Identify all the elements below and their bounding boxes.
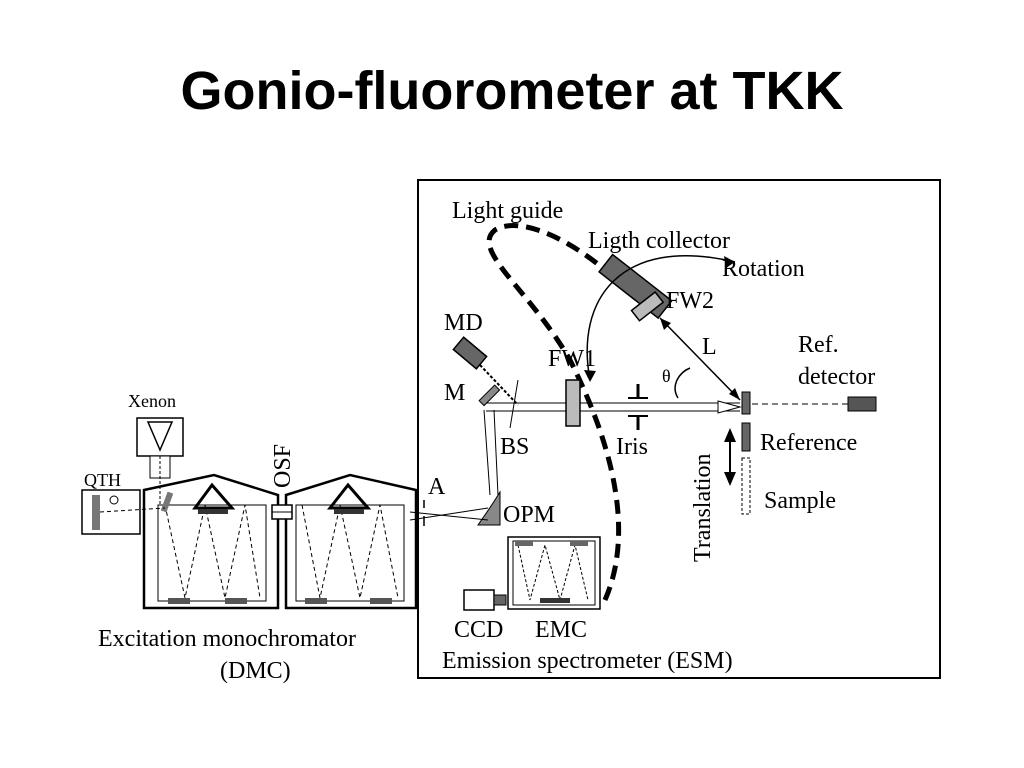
label-l: L (702, 334, 717, 360)
sample-holder-top (741, 391, 751, 415)
ccd-camera (463, 589, 495, 611)
dmc-right-beam (301, 504, 399, 599)
dmc-right-mirror-2 (370, 598, 392, 604)
fw2-filter (630, 290, 665, 322)
label-ccd: CCD (454, 617, 503, 643)
md-detector (452, 336, 488, 370)
label-light-collector: Ligth collector (588, 228, 730, 254)
label-light-guide: Light guide (452, 198, 563, 224)
translation-arrow-down (724, 472, 736, 486)
dmc-left-inner (157, 504, 267, 602)
dmc-right-module (284, 473, 418, 610)
dmc-right-prism (326, 482, 372, 510)
label-sample: Sample (764, 488, 836, 514)
ref-detector (847, 396, 877, 412)
a-beam-1 (409, 511, 489, 521)
rotation-arc (586, 255, 736, 381)
label-a: A (428, 474, 446, 500)
esm-enclosure (417, 179, 941, 679)
ccd-sensor (493, 594, 507, 606)
emc-mirror-left (515, 541, 533, 546)
label-m: M (444, 380, 465, 406)
reference-plate (741, 422, 751, 452)
label-opm: OPM (503, 502, 555, 528)
opm-mirror (477, 490, 501, 526)
emc-mirror-right (570, 541, 588, 546)
label-translation: Translation (690, 454, 716, 562)
emc-grating (540, 598, 570, 603)
rotation-arrow-head (724, 256, 735, 268)
dmc-left-mirror-2 (225, 598, 247, 604)
theta-arc (674, 367, 691, 399)
label-bs: BS (500, 434, 529, 460)
dmc-left-module (142, 473, 280, 610)
xenon-reflector (146, 421, 174, 452)
a-beam-2 (409, 507, 489, 521)
label-iris: Iris (616, 434, 648, 460)
qth-reflector (92, 495, 100, 530)
label-reference: Reference (760, 430, 857, 456)
dmc-right-grating (334, 509, 364, 514)
emc-inner-box (512, 540, 596, 606)
emc-box (507, 536, 601, 610)
l-arrow-top (660, 318, 671, 330)
qth-beam (99, 507, 166, 513)
translation-arrow-up (724, 428, 736, 442)
label-emc: EMC (535, 617, 587, 643)
opm-beam-right (493, 409, 499, 496)
label-xenon: Xenon (128, 391, 176, 411)
opm-beam-left (483, 409, 491, 496)
label-ref-detector-2: detector (798, 364, 875, 390)
dmc-left-beam (164, 504, 261, 599)
label-rotation: Rotation (722, 256, 805, 282)
qth-lamp-box (81, 489, 141, 535)
bs-pointer (509, 379, 519, 429)
label-qth: QTH (84, 470, 121, 490)
dmc-left-mirror-1 (168, 598, 190, 604)
light-guide (486, 223, 622, 602)
qth-bulb (109, 495, 119, 505)
beam-arrow-head (717, 400, 742, 414)
page-title: Gonio-fluorometer at TKK (180, 61, 844, 121)
l-arrow-bottom (729, 388, 740, 400)
dmc-right-inner (295, 504, 405, 602)
label-excitation-2: (DMC) (220, 658, 291, 684)
label-fw1: FW1 (548, 346, 596, 372)
label-ref-detector-1: Ref. (798, 332, 839, 358)
md-beam (479, 364, 519, 406)
label-theta: θ (662, 366, 671, 386)
dmc-left-entrance-mirror (160, 491, 174, 513)
label-osf: OSF (270, 444, 296, 488)
label-excitation-1: Excitation monochromator (98, 626, 356, 652)
label-emission: Emission spectrometer (ESM) (442, 648, 733, 674)
emc-beam-path (517, 543, 589, 602)
dmc-left-prism (192, 482, 236, 510)
l-distance-line (659, 317, 741, 401)
rotation-arrow-tail (584, 370, 596, 382)
label-fw2: FW2 (666, 288, 714, 314)
fw1-filter (565, 379, 581, 427)
label-md: MD (444, 310, 483, 336)
dmc-right-mirror-1 (305, 598, 327, 604)
dmc-left-grating (198, 509, 228, 514)
m-mirror (478, 384, 501, 407)
sample-plate (741, 457, 751, 515)
